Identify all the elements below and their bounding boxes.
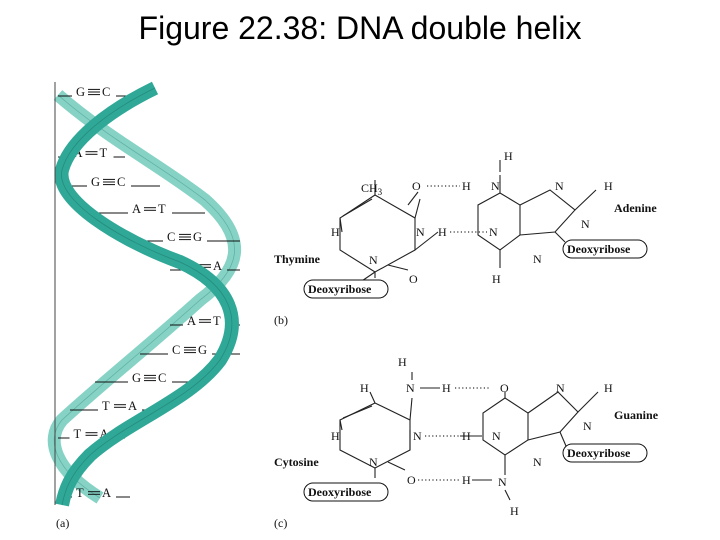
svg-text:N: N [413, 429, 422, 443]
cytosine-label: Cytosine [274, 455, 319, 469]
svg-text:H: H [462, 429, 471, 443]
base-right-letter: A [100, 427, 109, 441]
base-right-letter: A [102, 486, 111, 500]
thymine-sugar-label: Deoxyribose [308, 282, 372, 296]
base-left-letter: T [74, 427, 82, 441]
adenine-sugar-label: Deoxyribose [567, 242, 631, 256]
svg-text:N: N [369, 253, 378, 267]
base-left-letter: T [102, 399, 110, 413]
svg-text:H: H [398, 355, 407, 369]
svg-text:CH3: CH3 [361, 181, 383, 197]
base-right-letter: G [198, 343, 207, 357]
base-right-letter: C [102, 85, 110, 99]
svg-text:O: O [500, 381, 509, 395]
base-right-letter: C [117, 175, 125, 189]
adenine-label: Adenine [614, 201, 657, 215]
base-right-letter: T [100, 146, 108, 160]
svg-text:H: H [604, 179, 613, 193]
svg-text:N: N [498, 475, 507, 489]
svg-text:H: H [438, 225, 447, 239]
svg-text:N: N [583, 419, 592, 433]
svg-text:H: H [504, 149, 513, 163]
base-left-letter: C [172, 343, 180, 357]
slide-title: Figure 22.38: DNA double helix [138, 10, 582, 46]
svg-text:N: N [533, 455, 542, 469]
svg-text:H: H [331, 225, 340, 239]
svg-text:N: N [406, 381, 415, 395]
svg-text:H: H [331, 429, 340, 443]
base-left-letter: T [76, 486, 84, 500]
panel-c-label: (c) [274, 516, 287, 530]
svg-text:N: N [492, 429, 501, 443]
panel-a-label: (a) [56, 516, 69, 530]
base-left-letter: A [187, 314, 196, 328]
svg-text:H: H [360, 381, 369, 395]
base-right-letter: T [158, 202, 166, 216]
svg-text:O: O [409, 272, 418, 286]
svg-text:H: H [442, 381, 451, 395]
svg-text:H: H [604, 381, 613, 395]
svg-text:H: H [510, 504, 519, 518]
thymine-label: Thymine [274, 252, 321, 266]
panel-c-cytosine-guanine: H H N H H N N O O N H N H N N H N H Guan… [274, 355, 659, 518]
guanine-label: Guanine [614, 408, 659, 422]
base-right-letter: A [128, 399, 137, 413]
svg-text:N: N [491, 179, 500, 193]
base-right-letter: T [213, 314, 221, 328]
svg-text:O: O [407, 473, 416, 487]
cytosine-sugar-label: Deoxyribose [308, 485, 372, 499]
svg-text:H: H [492, 272, 501, 286]
base-right-letter: C [158, 371, 166, 385]
panel-b-thymine-adenine: CH3 O H N H N O H H N N H N N N H Adenin… [274, 149, 657, 299]
panel-b-label: (b) [274, 313, 288, 327]
svg-text:H: H [462, 473, 471, 487]
svg-text:N: N [489, 225, 498, 239]
guanine-sugar-label: Deoxyribose [567, 446, 631, 460]
svg-text:N: N [555, 179, 564, 193]
svg-text:N: N [369, 455, 378, 469]
base-left-letter: G [132, 371, 141, 385]
base-right-letter: A [213, 259, 222, 273]
base-left-letter: G [91, 175, 100, 189]
base-left-letter: C [167, 230, 175, 244]
base-left-letter: A [132, 202, 141, 216]
svg-text:N: N [556, 381, 565, 395]
base-left-letter: G [76, 85, 85, 99]
svg-text:H: H [462, 179, 471, 193]
svg-text:O: O [412, 179, 421, 193]
svg-text:N: N [581, 217, 590, 231]
svg-text:N: N [416, 225, 425, 239]
base-right-letter: G [193, 230, 202, 244]
svg-text:N: N [533, 252, 542, 266]
